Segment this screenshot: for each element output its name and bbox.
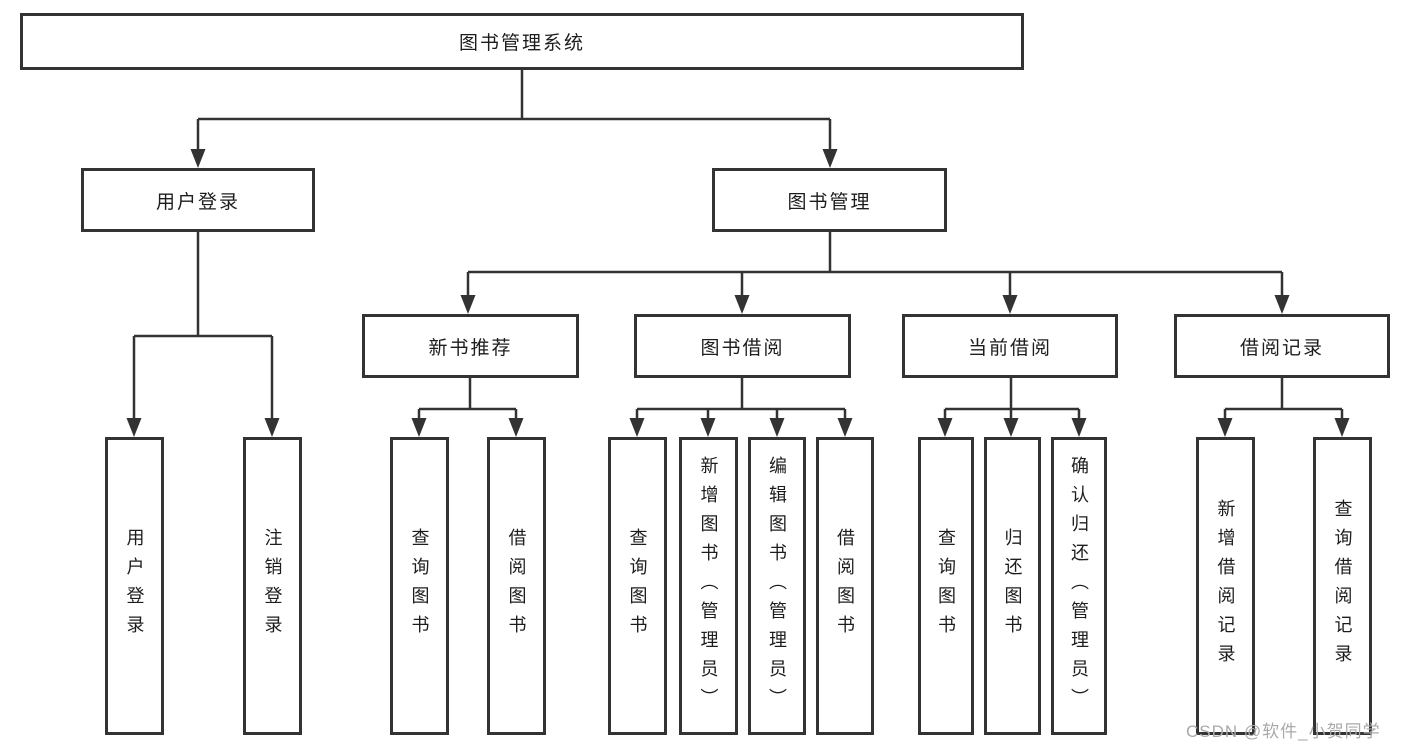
arrow-down-icon bbox=[769, 418, 785, 437]
node-label: 确认归还（管理员） bbox=[1069, 455, 1089, 717]
arrow-down-icon bbox=[1334, 418, 1350, 437]
node-root: 图书管理系统 bbox=[20, 13, 1024, 70]
node-label: 编辑图书（管理员） bbox=[767, 455, 787, 717]
node-label: 新书推荐 bbox=[428, 337, 513, 359]
node-add-borrow-record: 新增借阅记录 bbox=[1196, 437, 1255, 735]
node-new-book-recommend: 新书推荐 bbox=[362, 314, 579, 378]
node-label: 查询图书 bbox=[627, 528, 648, 644]
node-borrow-records: 借阅记录 bbox=[1174, 314, 1390, 378]
node-return-book: 归还图书 bbox=[984, 437, 1041, 735]
node-query-book-recommend: 查询图书 bbox=[390, 437, 449, 735]
node-label: 归还图书 bbox=[1002, 528, 1023, 644]
branch-book-management bbox=[466, 230, 1284, 298]
node-label: 图书管理 bbox=[787, 191, 872, 213]
arrow-down-icon bbox=[190, 149, 206, 168]
node-label: 新增借阅记录 bbox=[1215, 499, 1236, 673]
node-confirm-return-admin: 确认归还（管理员） bbox=[1051, 437, 1107, 735]
csdn-watermark: CSDN @软件_小贺同学 bbox=[1186, 722, 1381, 741]
arrow-down-icon bbox=[700, 418, 716, 437]
arrow-down-icon bbox=[734, 295, 750, 314]
arrow-down-icon bbox=[629, 418, 645, 437]
branch-borrow-records bbox=[1223, 376, 1344, 421]
node-label: 查询图书 bbox=[936, 528, 956, 644]
node-book-management: 图书管理 bbox=[712, 168, 947, 232]
node-label: 查询借阅记录 bbox=[1332, 499, 1353, 673]
node-label: 借阅图书 bbox=[835, 528, 855, 644]
arrow-down-icon bbox=[126, 418, 142, 437]
node-logout-action: 注销登录 bbox=[243, 437, 302, 735]
arrow-down-icon bbox=[1071, 418, 1087, 437]
branch-book-borrow bbox=[635, 376, 847, 421]
node-label: 用户登录 bbox=[124, 528, 145, 644]
branch-user-login bbox=[132, 230, 274, 421]
node-borrow-book-recommend: 借阅图书 bbox=[487, 437, 546, 735]
node-label: 借阅记录 bbox=[1239, 337, 1324, 359]
node-label: 借阅图书 bbox=[506, 528, 527, 644]
arrow-down-icon bbox=[937, 418, 953, 437]
arrow-down-icon bbox=[1003, 418, 1019, 437]
node-label: 查询图书 bbox=[409, 528, 430, 644]
node-query-borrow-record: 查询借阅记录 bbox=[1313, 437, 1372, 735]
arrow-down-icon bbox=[411, 418, 427, 437]
node-query-book-current: 查询图书 bbox=[918, 437, 974, 735]
node-edit-book-admin: 编辑图书（管理员） bbox=[748, 437, 806, 735]
arrow-down-icon bbox=[822, 149, 838, 168]
node-user-login-action: 用户登录 bbox=[105, 437, 164, 735]
node-book-borrow: 图书借阅 bbox=[634, 314, 851, 378]
node-borrow-book: 借阅图书 bbox=[816, 437, 874, 735]
node-add-book-admin: 新增图书（管理员） bbox=[679, 437, 738, 735]
arrow-down-icon bbox=[508, 418, 524, 437]
node-query-book-borrow: 查询图书 bbox=[608, 437, 667, 735]
node-label: 用户登录 bbox=[155, 191, 240, 213]
branch-new-book-recommend bbox=[417, 376, 518, 421]
arrow-down-icon bbox=[1002, 295, 1018, 314]
arrow-down-icon bbox=[1274, 295, 1290, 314]
node-label: 新增图书（管理员） bbox=[698, 455, 719, 717]
node-label: 当前借阅 bbox=[967, 337, 1052, 359]
branch-current-borrow bbox=[943, 376, 1081, 421]
branch-root bbox=[196, 69, 832, 152]
arrow-down-icon bbox=[837, 418, 853, 437]
node-label: 图书管理系统 bbox=[458, 33, 585, 54]
node-label: 注销登录 bbox=[262, 528, 283, 644]
arrow-down-icon bbox=[264, 418, 280, 437]
node-current-borrow: 当前借阅 bbox=[902, 314, 1118, 378]
arrow-down-icon bbox=[460, 295, 476, 314]
node-label: 图书借阅 bbox=[700, 337, 785, 359]
node-user-login: 用户登录 bbox=[81, 168, 315, 232]
arrow-down-icon bbox=[1217, 418, 1233, 437]
